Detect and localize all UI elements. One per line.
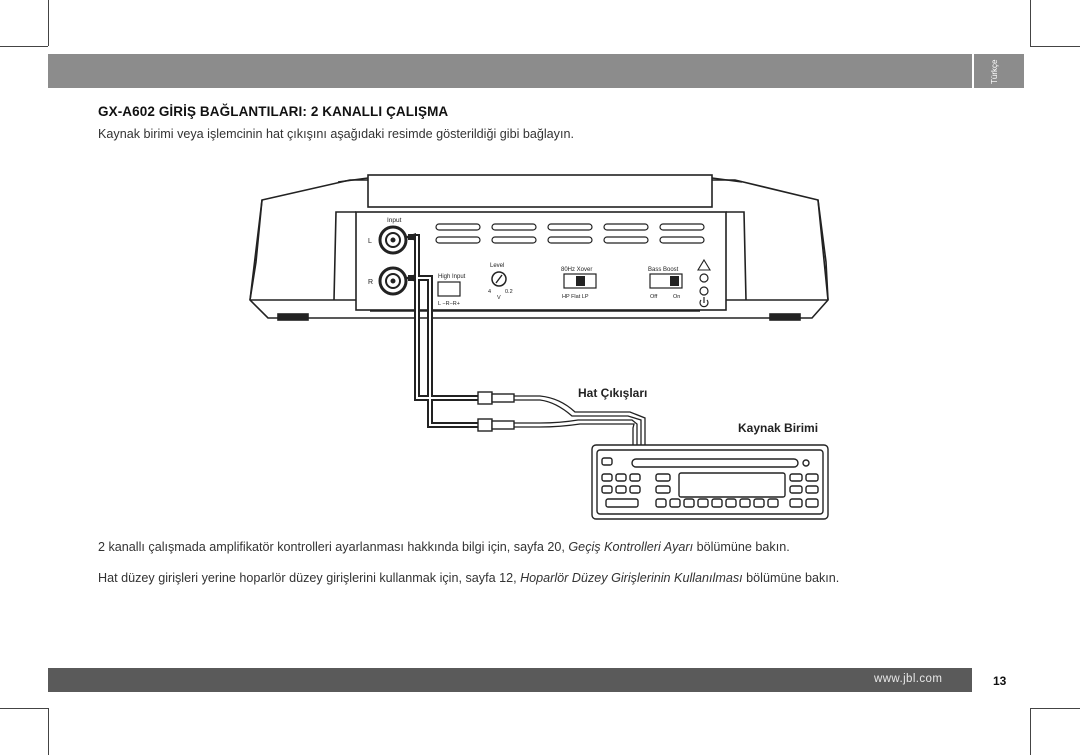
xover-label: 80Hz Xover [561, 267, 592, 273]
bass-boost-label: Bass Boost [648, 267, 679, 273]
p2-text: Hat düzey girişleri yerine hoparlör düze… [98, 571, 521, 585]
crop-mark [1030, 46, 1080, 47]
intro-text: Kaynak birimi veya işlemcinin hat çıkışı… [98, 127, 574, 141]
amplifier [249, 174, 829, 321]
input-left-label: L [368, 238, 372, 245]
page-title: GX-A602 GİRİŞ BAĞLANTILARI: 2 KANALLI ÇA… [98, 104, 449, 119]
p2-section-link: Hoparlör Düzey Girişlerinin Kullanılması [520, 571, 743, 585]
crop-mark [0, 708, 48, 709]
p1-text-end: bölümüne bakın. [693, 540, 790, 554]
crop-mark [48, 0, 49, 46]
xover-positions: HP Flat LP [562, 294, 589, 300]
indicator-led [699, 286, 709, 296]
high-input-polarity: L −R−R+ [438, 301, 460, 307]
bass-boost-off-label: Off [650, 294, 658, 300]
paragraph-speaker-input-reference: Hat düzey girişleri yerine hoparlör düze… [98, 571, 839, 585]
crop-mark [1030, 708, 1031, 755]
header-band [48, 54, 972, 88]
p1-section-link: Geçiş Kontrolleri Ayarı [568, 540, 694, 554]
high-input-label: High Input [438, 274, 466, 280]
high-input-connector [437, 281, 461, 297]
source-unit-label: Kaynak Birimi [738, 421, 818, 435]
p1-text: 2 kanallı çalışmada amplifikatör kontrol… [98, 540, 569, 554]
level-label: Level [490, 263, 504, 269]
crop-mark [48, 708, 49, 755]
crop-mark [1030, 708, 1080, 709]
power-icon [699, 297, 709, 308]
level-scale-low: 4 [488, 289, 491, 295]
bass-boost-on-label: On [673, 294, 680, 300]
line-outputs-label: Hat Çıkışları [578, 386, 647, 400]
crop-mark [1030, 0, 1031, 46]
footer-band [48, 668, 972, 692]
source-unit [591, 444, 829, 520]
rca-input-right [378, 266, 408, 296]
rca-cables [404, 233, 646, 446]
crop-mark [0, 46, 48, 47]
website-url: www.jbl.com [874, 673, 943, 685]
p2-text-end: bölümüne bakın. [742, 571, 840, 585]
input-label: Input [387, 217, 402, 224]
paragraph-xover-reference: 2 kanallı çalışmada amplifikatör kontrol… [98, 540, 790, 554]
indicator-led [699, 273, 709, 283]
input-right-label: R [368, 279, 373, 286]
vent-slots [435, 223, 705, 244]
page-number: 13 [993, 674, 1007, 688]
rca-input-left [378, 225, 408, 255]
header-band-end [974, 54, 1024, 88]
warning-icon [697, 258, 711, 271]
level-scale-high: 0.2 [505, 289, 513, 295]
level-unit: V [497, 295, 501, 301]
